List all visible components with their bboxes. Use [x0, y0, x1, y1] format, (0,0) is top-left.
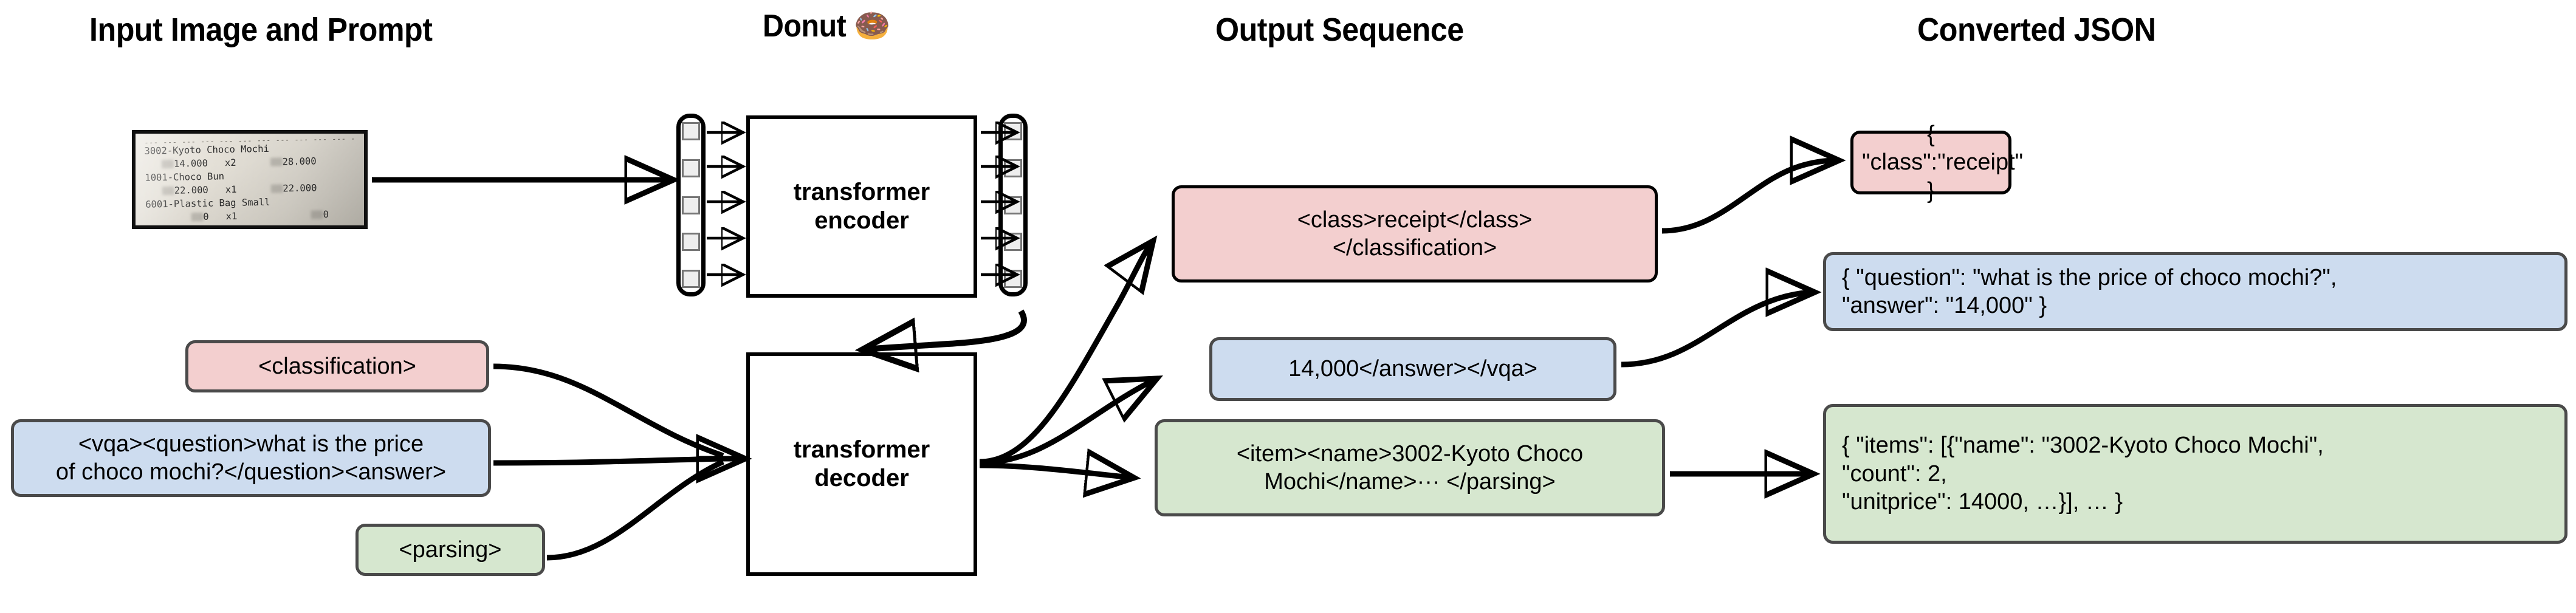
encoder-output-token-strip [998, 114, 1028, 296]
redaction-blur [270, 184, 283, 193]
transformer-decoder-box: transformer decoder [746, 352, 977, 576]
output-answer-box[interactable]: 14,000</answer></vqa> [1209, 337, 1616, 401]
patch-token [682, 196, 700, 214]
patch-token [682, 233, 700, 252]
encoded-token [1004, 270, 1022, 288]
prompt-vqa-text: <vqa><question>what is the price of choc… [55, 431, 447, 485]
arrow-decoder-to-parsing-out [979, 465, 1132, 478]
encoded-token [1004, 159, 1022, 177]
output-answer-text: 14,000</answer></vqa> [1288, 356, 1537, 382]
output-classification-box[interactable]: <class>receipt</class> </classification> [1172, 185, 1658, 283]
arrow-vqa-to-decoder [493, 456, 724, 466]
input-receipt-image: --- --- --- --- --- --- --- --- --- --- … [132, 130, 368, 229]
json-parsing-text: { "items": [{"name": "3002-Kyoto Choco M… [1842, 433, 2324, 515]
transformer-encoder-box: transformer encoder [746, 115, 977, 298]
prompt-parsing-text: <parsing> [399, 536, 502, 563]
patch-token [682, 270, 700, 288]
redaction-blur [270, 157, 283, 166]
prompt-vqa-box[interactable]: <vqa><question>what is the price of choc… [11, 419, 491, 497]
patch-token [682, 159, 700, 177]
encoded-token [1004, 122, 1022, 140]
prompt-classification-box[interactable]: <classification> [185, 340, 489, 392]
json-classification-box[interactable]: { "class":"receipt" } [1850, 122, 2023, 204]
redaction-blur [161, 159, 174, 169]
transformer-decoder-label: transformer decoder [793, 436, 930, 491]
prompt-parsing-box[interactable]: <parsing> [355, 524, 545, 576]
json-parsing-box[interactable]: { "items": [{"name": "3002-Kyoto Choco M… [1823, 404, 2567, 544]
arrow-classification-to-decoder [493, 363, 724, 459]
json-vqa-text: { "question": "what is the price of choc… [1842, 264, 2337, 318]
output-classification-text: <class>receipt</class> </classification> [1297, 207, 1533, 261]
json-classification-text: { "class":"receipt" } [1862, 121, 2024, 204]
encoded-token [1004, 233, 1022, 252]
output-parsing-box[interactable]: <item><name>3002-Kyoto Choco Mochi</name… [1155, 419, 1665, 516]
column-title-input: Input Image and Prompt [89, 12, 433, 48]
patch-token [682, 122, 700, 140]
arrow-encoder-to-decoder [865, 309, 1027, 349]
output-parsing-text: <item><name>3002-Kyoto Choco Mochi</name… [1236, 440, 1584, 495]
column-title-donut: Donut 🍩 [763, 9, 891, 44]
column-title-json: Converted JSON [1917, 12, 2156, 48]
encoder-input-token-strip [676, 114, 706, 296]
redaction-blur [162, 186, 174, 196]
arrow-decoder-to-answer-out [979, 380, 1155, 466]
redaction-blur [311, 210, 323, 219]
arrow-parsing-to-decoder [546, 459, 724, 561]
arrow-output-to-json-vqa [1621, 292, 1812, 368]
column-title-output: Output Sequence [1215, 12, 1464, 48]
redaction-blur [191, 212, 204, 222]
arrow-output-to-json-class [1661, 160, 1836, 234]
json-vqa-box[interactable]: { "question": "what is the price of choc… [1823, 252, 2567, 331]
encoded-token [1004, 196, 1022, 214]
transformer-encoder-label: transformer encoder [793, 178, 930, 234]
prompt-classification-text: <classification> [258, 353, 416, 379]
